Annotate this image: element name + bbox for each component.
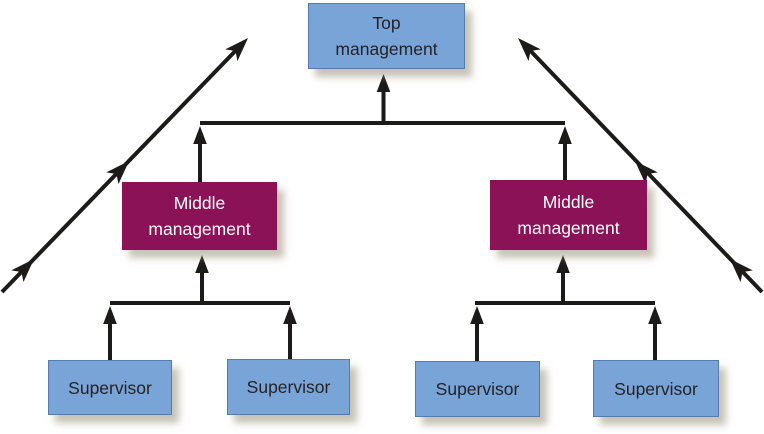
node-top-management-label: Top management [335, 13, 438, 59]
arrowhead-sup2-to-bus [283, 306, 297, 324]
node-middle-management-right-label: Middle management [517, 192, 620, 238]
arrowhead-busleft-to-mid [195, 255, 209, 273]
node-supervisor-2-label: Supervisor [246, 377, 331, 397]
arrowhead-midright-to-bus [558, 126, 572, 144]
node-supervisor-1-label: Supervisor [68, 377, 152, 398]
node-supervisor-3-label: Supervisor [435, 379, 520, 399]
node-supervisor-1: Supervisor [48, 360, 172, 415]
node-supervisor-3: Supervisor [415, 361, 540, 417]
node-supervisor-4-label: Supervisor [614, 378, 698, 399]
arrowhead-sup3-to-bus [470, 306, 484, 324]
arrowhead-sup1-to-bus [103, 306, 117, 324]
node-supervisor-4: Supervisor [593, 360, 719, 417]
node-middle-management-right: Middle management [490, 180, 647, 250]
arrowhead-diagonal-left-tip [225, 38, 248, 62]
node-middle-management-left: Middle management [122, 182, 277, 250]
node-supervisor-2: Supervisor [227, 359, 350, 415]
node-top-management: Top management [308, 3, 465, 69]
arrowhead-diagonal-right-mid [635, 161, 658, 185]
arrowhead-bus-to-top [376, 74, 391, 92]
arrowhead-diagonal-left-mid [106, 161, 129, 185]
node-middle-management-left-label: Middle management [148, 193, 251, 239]
arrowhead-midleft-to-bus [193, 126, 207, 144]
arrowhead-diagonal-right-low [730, 259, 753, 283]
arrowhead-busright-to-mid [556, 255, 570, 273]
arrowhead-sup4-to-bus [648, 306, 662, 324]
arrowhead-diagonal-right-tip [518, 38, 541, 62]
arrowhead-diagonal-left-low [11, 259, 34, 283]
